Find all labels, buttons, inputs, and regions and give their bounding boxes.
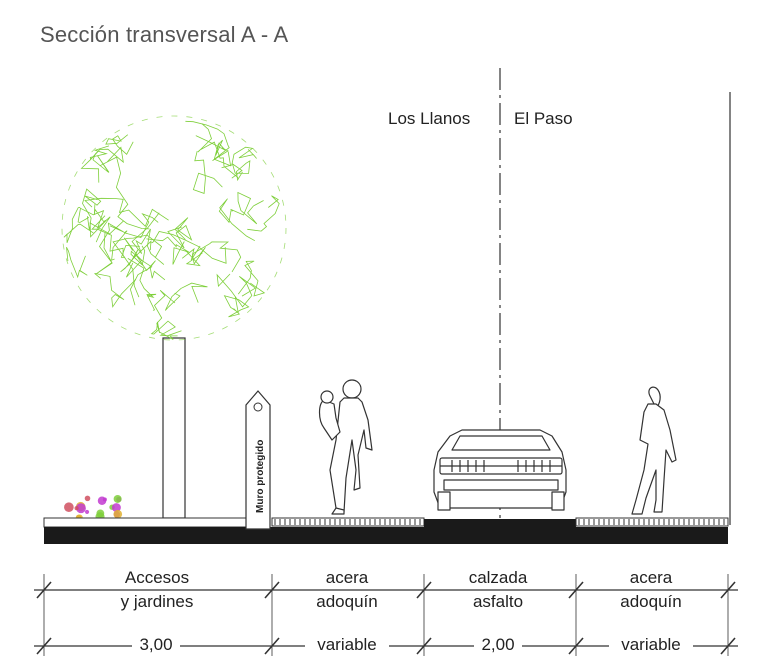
garden-surface	[43, 517, 271, 528]
zone-labels: Accesos y jardines acera adoquín calzada…	[121, 568, 682, 611]
protected-wall: Muro protegido	[245, 390, 271, 530]
roadway-surface	[424, 519, 576, 527]
paver-pattern-right	[578, 519, 725, 525]
dim-zone-4: variable	[621, 635, 681, 654]
label-los-llanos: Los Llanos	[388, 109, 470, 128]
wall-outline	[245, 390, 271, 530]
person-with-child	[318, 379, 373, 515]
dim-zone-3: 2,00	[481, 635, 514, 654]
zone-1-line1: Accesos	[125, 568, 189, 587]
zone-4-line2: adoquín	[620, 592, 681, 611]
zone-3-line1: calzada	[469, 568, 528, 587]
base-slab	[44, 527, 728, 544]
person-walking	[631, 386, 677, 515]
wall-label: Muro protegido	[255, 440, 266, 513]
car-front-view	[433, 429, 567, 511]
zone-1-line2: y jardines	[121, 592, 194, 611]
paver-pattern-left	[274, 519, 421, 525]
wall-hole	[253, 402, 263, 412]
zone-4-line1: acera	[630, 568, 673, 587]
zone-3-line2: asfalto	[473, 592, 523, 611]
section-title: Sección transversal A - A	[40, 22, 289, 47]
label-el-paso: El Paso	[514, 109, 573, 128]
tree-crown	[61, 115, 287, 341]
dim-zone-1: 3,00	[139, 635, 172, 654]
flower-bed	[64, 494, 123, 522]
tree-trunk	[162, 337, 186, 519]
zone-2-line2: adoquín	[316, 592, 377, 611]
dim-zone-2: variable	[317, 635, 377, 654]
tree	[61, 115, 287, 519]
dimension-values: 3,00 variable 2,00 variable	[132, 634, 693, 654]
sidewalk-right-pavers	[575, 517, 729, 527]
zone-2-line1: acera	[326, 568, 369, 587]
